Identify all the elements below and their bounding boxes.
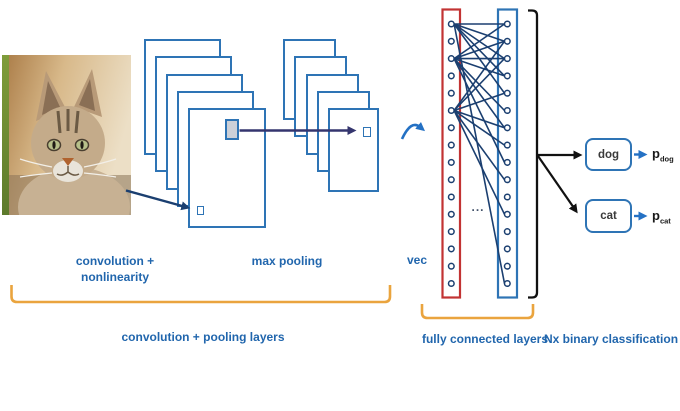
p-dog-label: pdog [652, 146, 674, 164]
pooled-value-square [362, 127, 371, 137]
input-patch-square [196, 206, 204, 215]
fc-ellipsis: ... [471, 200, 485, 214]
dog-output-label: dog [597, 148, 620, 161]
conv-pooling-layers-label: convolution + pooling layers [121, 330, 285, 344]
p-cat-sub: cat [659, 216, 671, 226]
fully-connected-layers-label: fully connected layers [421, 332, 549, 346]
max-pooling-label: max pooling [251, 254, 323, 268]
p-dog-base: p [652, 146, 660, 161]
conv-nonlinearity-label: convolution + nonlinearity [45, 254, 185, 285]
nx-binary-classification-label: Nx binary classification [543, 332, 679, 346]
pooled-feature-map [328, 108, 379, 192]
conv-nonlinearity-line2: nonlinearity [80, 269, 149, 284]
vec-label: vec [406, 253, 428, 267]
dog-output-box: dog [585, 138, 632, 171]
conv-nonlinearity-line1: convolution + [75, 254, 155, 268]
p-dog-sub: dog [659, 154, 674, 164]
p-cat-base: p [652, 208, 660, 223]
p-cat-label: pcat [652, 208, 671, 226]
input-image [2, 55, 131, 247]
cat-output-label: cat [600, 210, 617, 222]
pooling-window-square [224, 118, 239, 140]
cat-photo [2, 55, 131, 247]
cat-output-box: cat [585, 199, 632, 233]
